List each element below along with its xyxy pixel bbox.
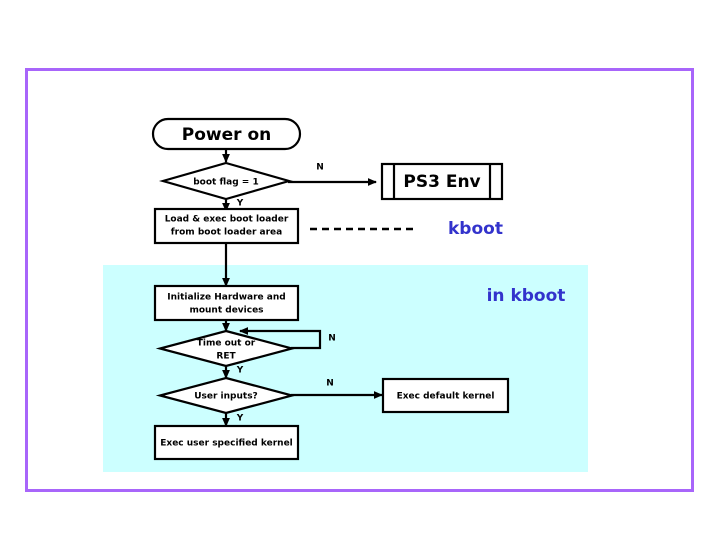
- ps3-env-shape: [380, 162, 504, 201]
- ps3-env-label: PS3 Env: [403, 172, 480, 192]
- kboot-callout-label: kboot: [448, 219, 503, 239]
- in-kboot-region-label: in kboot: [487, 286, 566, 306]
- node-user-inputs[interactable]: User inputs?: [155, 376, 297, 415]
- exec-default-kernel-shape: [381, 377, 510, 414]
- init-hardware-label-line2: mount devices: [189, 306, 263, 316]
- branch-label-timeout-yes: Y: [236, 366, 244, 376]
- timeout-ret-label-line2: RET: [216, 352, 236, 362]
- node-timeout-ret[interactable]: Time out or RET: [155, 329, 297, 368]
- connector-timeout-no-loop: [239, 327, 322, 350]
- branch-label-user-inputs-yes: Y: [236, 414, 244, 424]
- branch-label-boot-flag-yes: Y: [236, 199, 244, 209]
- node-init-hardware[interactable]: Initialize Hardware and mount devices: [153, 284, 300, 322]
- power-on-shape: [151, 117, 302, 151]
- branch-label-timeout-no: N: [328, 334, 336, 344]
- node-load-boot-loader[interactable]: Load & exec boot loader from boot loader…: [153, 207, 300, 245]
- node-power-on[interactable]: Power on: [151, 117, 302, 151]
- branch-label-boot-flag-no: N: [316, 163, 324, 173]
- node-ps3-env[interactable]: PS3 Env: [380, 162, 504, 201]
- user-inputs-label: User inputs?: [194, 392, 258, 402]
- power-on-label: Power on: [182, 125, 271, 145]
- node-exec-user-kernel[interactable]: Exec user specified kernel: [153, 424, 300, 461]
- exec-default-kernel-label: Exec default kernel: [397, 392, 495, 402]
- boot-flag-shape: [158, 161, 294, 201]
- timeout-ret-shape: [155, 329, 297, 368]
- user-inputs-shape: [155, 376, 297, 415]
- load-boot-loader-label-line2: from boot loader area: [171, 228, 282, 238]
- init-hardware-shape: [153, 284, 300, 322]
- load-boot-loader-shape: [153, 207, 300, 245]
- init-hardware-label-line1: Initialize Hardware and: [167, 293, 285, 303]
- branch-label-user-inputs-no: N: [326, 379, 334, 389]
- slide-border: [25, 68, 694, 492]
- exec-user-kernel-shape: [153, 424, 300, 461]
- load-boot-loader-label-line1: Load & exec boot loader: [165, 215, 289, 225]
- boot-flag-label: boot flag = 1: [193, 178, 259, 188]
- exec-user-kernel-label: Exec user specified kernel: [160, 439, 293, 449]
- timeout-ret-label-line1: Time out or: [197, 339, 256, 349]
- node-exec-default-kernel[interactable]: Exec default kernel: [381, 377, 510, 414]
- node-boot-flag[interactable]: boot flag = 1: [158, 161, 294, 201]
